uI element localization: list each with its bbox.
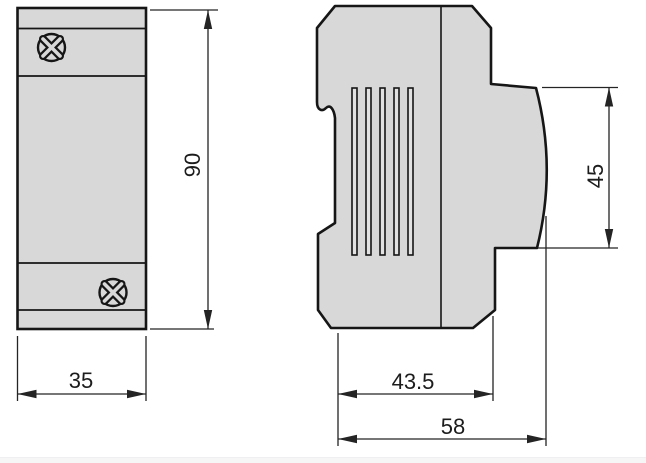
dim-label-side-depth: 43.5 (392, 369, 435, 394)
phillips-screw-icon (98, 277, 128, 308)
dim-label-side-total-depth: 58 (441, 414, 465, 439)
dim-label-front-width: 35 (69, 368, 93, 393)
ventilation-slot (407, 87, 414, 256)
ventilation-slot (379, 87, 386, 256)
dim-side-front-height-45 (538, 86, 618, 249)
front-view-body (16, 6, 148, 331)
dim-front-width-35 (16, 336, 147, 401)
ventilation-slot (393, 87, 400, 256)
side-view (315, 4, 549, 330)
dim-label-front-height: 90 (180, 153, 205, 177)
front-view-panel-lines (17, 27, 146, 311)
phillips-screw-icon (36, 32, 67, 63)
dim-front-height-90 (150, 9, 218, 330)
ventilation-slots (351, 87, 414, 256)
dim-side-total-depth-58 (338, 216, 547, 446)
page-bottom-strip (0, 457, 646, 463)
ventilation-slot (351, 87, 358, 256)
ventilation-slot (365, 87, 372, 256)
side-view-body (315, 4, 549, 330)
dim-side-depth-43-5 (337, 316, 494, 446)
front-view (16, 6, 148, 331)
dim-label-side-front-height: 45 (583, 164, 608, 188)
